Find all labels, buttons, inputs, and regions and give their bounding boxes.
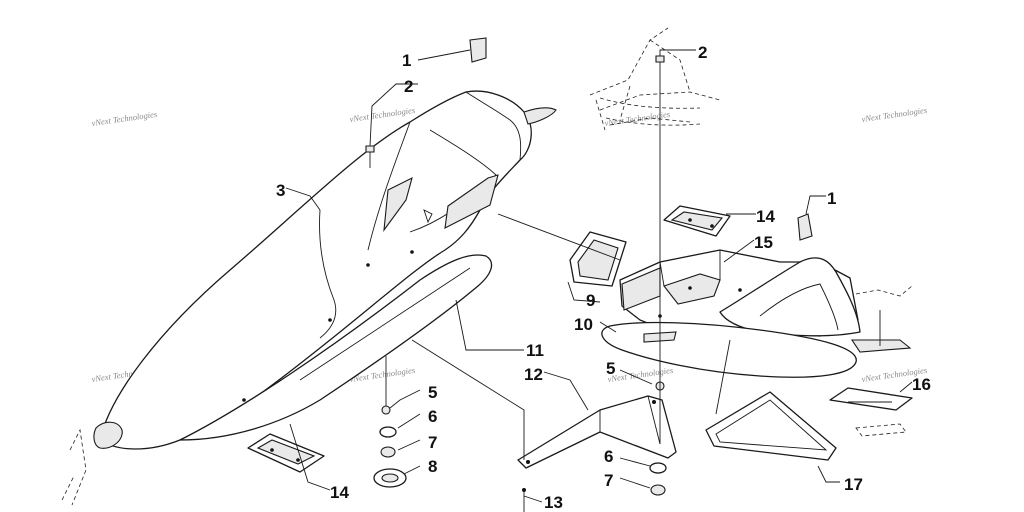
hood (93, 90, 557, 450)
watermark: vNext Technologies (91, 109, 158, 128)
callout-2: 2 (698, 43, 707, 62)
pad-14-left (247, 433, 325, 473)
callout-7: 7 (604, 471, 613, 490)
decal-16 (829, 285, 913, 437)
leader-lines (285, 49, 913, 503)
gasket-9 (569, 231, 627, 287)
callout-14: 14 (756, 207, 775, 226)
watermark: vNext Technologies (349, 105, 416, 124)
callout-5: 5 (606, 359, 615, 378)
callout-12: 12 (524, 365, 543, 384)
callout-8: 8 (428, 457, 437, 476)
callout-15: 15 (754, 233, 773, 252)
callout-2: 2 (404, 77, 413, 96)
callout-14: 14 (330, 483, 349, 502)
callout-13: 13 (544, 493, 563, 512)
watermark: vNext Technologies (861, 105, 928, 124)
callout-7: 7 (428, 433, 437, 452)
watermark: vNext Technologies (604, 109, 671, 128)
pad-14-right (663, 205, 731, 237)
callout-10: 10 (574, 315, 593, 334)
frame-ghost (589, 27, 721, 131)
callout-6: 6 (428, 407, 437, 426)
callout-5: 5 (428, 383, 437, 402)
belly-pan (179, 254, 493, 441)
bracket (517, 395, 677, 469)
hardware (365, 37, 813, 512)
callout-1: 1 (402, 51, 411, 70)
gauge-housing (719, 257, 912, 353)
callout-16: 16 (912, 375, 931, 394)
callout-1: 1 (827, 189, 836, 208)
callout-17: 17 (844, 475, 863, 494)
frame-ghost-left (61, 428, 87, 506)
callout-3: 3 (276, 181, 285, 200)
callout-11: 11 (526, 341, 544, 360)
callout-9: 9 (586, 291, 595, 310)
seal-17 (705, 391, 837, 461)
callouts: 1 2 3 2 1 14 15 9 10 11 12 5 5 6 7 8 6 7… (276, 43, 931, 512)
callout-6: 6 (604, 447, 613, 466)
watermark: vNext Technologies (607, 365, 674, 384)
